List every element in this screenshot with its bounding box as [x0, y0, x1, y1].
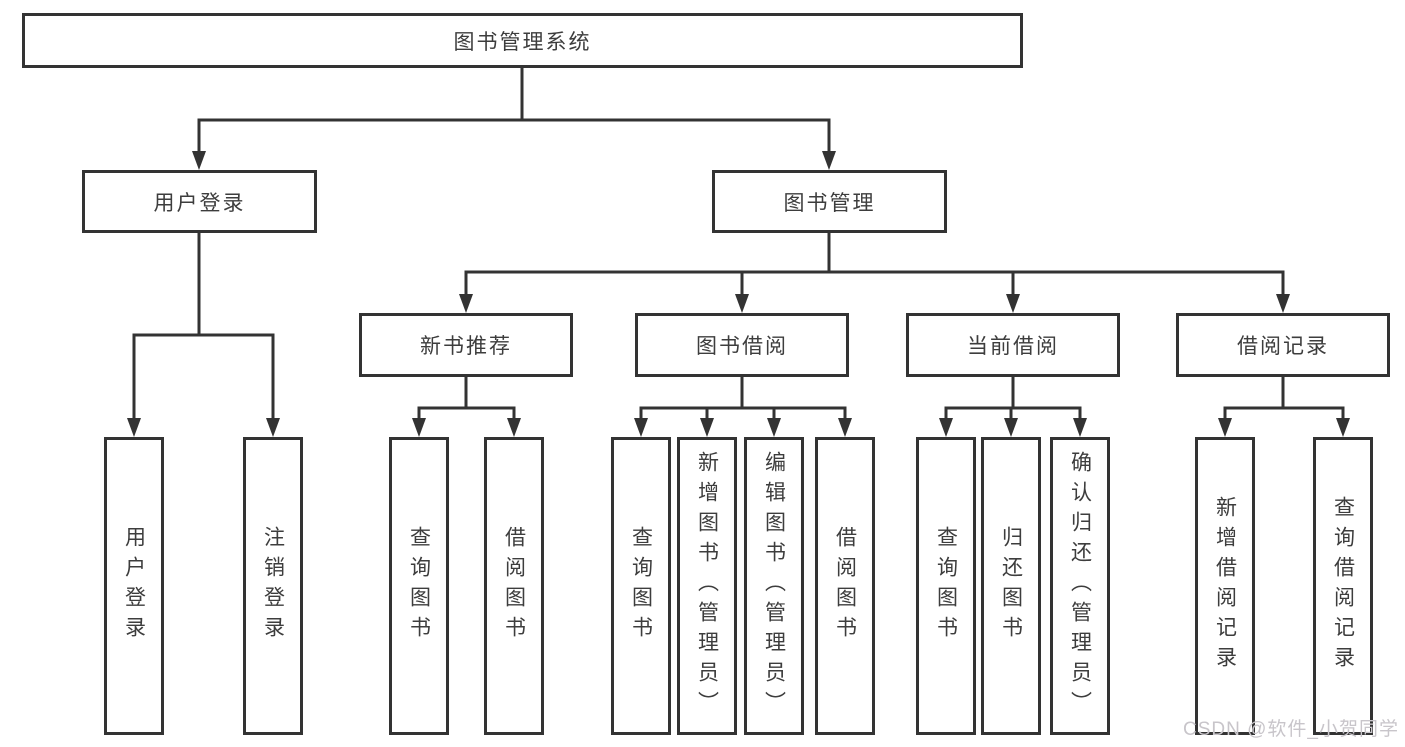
node-new-book-recommend: 新书推荐 — [359, 313, 573, 377]
node-label: 查询借阅记录 — [1331, 496, 1355, 676]
node-leaf-add-borrow-record: 新增借阅记录 — [1195, 437, 1255, 735]
csdn-watermark: CSDN @软件_小贺同学 — [1183, 719, 1399, 740]
node-label: 图书管理 — [783, 191, 876, 215]
node-label: 用户登录 — [153, 191, 246, 215]
node-leaf-query-books-current: 查询图书 — [916, 437, 976, 735]
node-leaf-return-books: 归还图书 — [981, 437, 1041, 735]
node-label: 归还图书 — [999, 526, 1023, 646]
node-label: 注销登录 — [261, 526, 285, 646]
node-label: 查询图书 — [629, 526, 653, 646]
node-label: 查询图书 — [934, 526, 958, 646]
node-leaf-query-books-recommend: 查询图书 — [389, 437, 449, 735]
node-book-borrowing: 图书借阅 — [635, 313, 849, 377]
node-label: 用户登录 — [122, 526, 146, 646]
node-borrowing-records: 借阅记录 — [1176, 313, 1390, 377]
node-label: 借阅图书 — [833, 526, 857, 646]
node-leaf-confirm-return-admin: 确认归还（管理员） — [1050, 437, 1110, 735]
node-leaf-query-books-borrowing: 查询图书 — [611, 437, 671, 735]
node-label: 借阅图书 — [502, 526, 526, 646]
node-label: 查询图书 — [407, 526, 431, 646]
node-label: 新增图书（管理员） — [695, 451, 719, 721]
node-label: 确认归还（管理员） — [1068, 451, 1092, 721]
node-label: 新书推荐 — [420, 335, 512, 358]
node-label: 图书管理系统 — [453, 30, 592, 54]
node-leaf-add-books-admin: 新增图书（管理员） — [677, 437, 737, 735]
node-user-login: 用户登录 — [82, 170, 317, 233]
node-label: 新增借阅记录 — [1213, 496, 1237, 676]
node-leaf-borrow-books: 借阅图书 — [815, 437, 875, 735]
node-leaf-query-borrow-record: 查询借阅记录 — [1313, 437, 1373, 735]
node-label: 编辑图书（管理员） — [762, 451, 786, 721]
node-current-borrowing: 当前借阅 — [906, 313, 1120, 377]
node-book-management: 图书管理 — [712, 170, 947, 233]
node-leaf-edit-books-admin: 编辑图书（管理员） — [744, 437, 804, 735]
node-label: 当前借阅 — [967, 335, 1059, 358]
node-leaf-logout: 注销登录 — [243, 437, 303, 735]
node-leaf-borrow-books-recommend: 借阅图书 — [484, 437, 544, 735]
node-library-management-system: 图书管理系统 — [22, 13, 1023, 68]
node-leaf-user-login: 用户登录 — [104, 437, 164, 735]
arrowheads — [127, 151, 1350, 437]
node-label: 图书借阅 — [696, 335, 788, 358]
node-label: 借阅记录 — [1237, 335, 1329, 358]
